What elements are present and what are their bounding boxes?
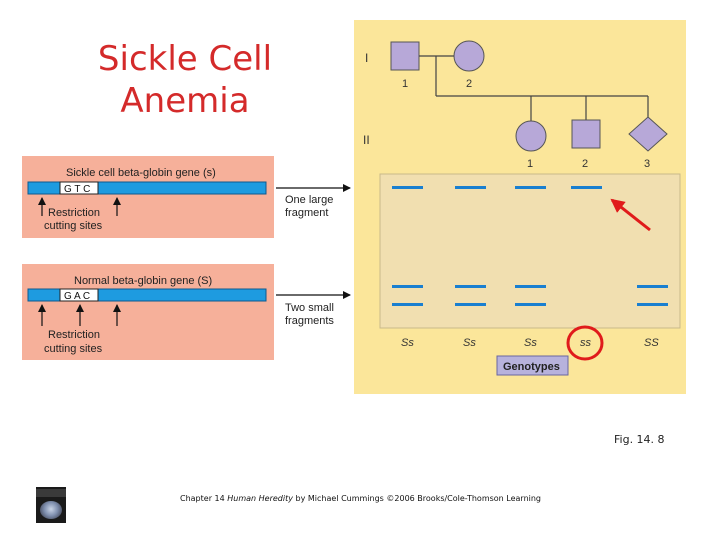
book-cover-thumbnail (36, 487, 66, 523)
genotype-lane-1: Ss (401, 337, 414, 349)
slide-title: Sickle Cell Anemia (60, 38, 310, 122)
band-large-lane-1 (392, 186, 423, 189)
band-small-lower-lane-1 (392, 303, 423, 306)
genotype-lane-5: SS (644, 337, 659, 349)
gen1-number-2: 2 (466, 78, 472, 90)
sickle-sites-label-2: cutting sites (44, 220, 103, 232)
band-small-upper-lane-1 (392, 285, 423, 288)
normal-sites-label-2: cutting sites (44, 343, 103, 355)
sickle-sites-label-1: Restriction (48, 207, 100, 219)
gen2-number-3: 3 (644, 158, 650, 170)
genotype-lane-3: Ss (524, 337, 537, 349)
gen2-number-2: 2 (582, 158, 588, 170)
pedigree-diamond-ii3 (628, 116, 668, 152)
pedigree-male-ii2 (571, 119, 601, 149)
band-large-lane-4 (571, 186, 602, 189)
normal-panel-bg (22, 264, 274, 360)
genotypes-box (496, 355, 569, 376)
genotype-lane-2: Ss (463, 337, 476, 349)
credit-book-title: Human Heredity (227, 494, 293, 503)
pedigree-female-ii1 (515, 120, 547, 152)
normal-codon: G A C (64, 291, 90, 302)
normal-codon-box (59, 288, 99, 302)
sickle-gene-label: Sickle cell beta-globin gene (s) (66, 167, 216, 179)
sickle-codon: G T C (64, 184, 90, 195)
sickle-result-line-2: fragment (285, 207, 328, 219)
generation-1-label: I (365, 51, 368, 65)
pedigree-male-i1 (390, 41, 420, 71)
genotypes-label: Genotypes (503, 361, 560, 373)
band-small-upper-lane-3 (515, 285, 546, 288)
normal-sites-label-1: Restriction (48, 329, 100, 341)
highlight-circle-ss (566, 325, 604, 361)
gen1-number-1: 1 (402, 78, 408, 90)
band-large-lane-3 (515, 186, 546, 189)
figure-number: Fig. 14. 8 (614, 433, 665, 446)
credit-suffix: by Michael Cummings ©2006 Brooks/Cole-Th… (295, 494, 542, 503)
band-small-upper-lane-2 (455, 285, 486, 288)
band-small-lower-lane-3 (515, 303, 546, 306)
credit-line: Chapter 14 Human Heredity by Michael Cum… (180, 494, 541, 503)
genotype-lane-4: ss (580, 337, 592, 349)
gen2-number-1: 1 (527, 158, 533, 170)
normal-result-line-2: fragments (285, 315, 334, 327)
sickle-panel-bg (22, 156, 274, 238)
generation-2-label: II (363, 133, 370, 147)
gel (379, 173, 681, 329)
band-small-upper-lane-5 (637, 285, 668, 288)
sickle-codon-box (59, 181, 99, 195)
normal-result-line-1: Two small (285, 302, 334, 314)
normal-gene-label: Normal beta-globin gene (S) (74, 275, 212, 287)
normal-gene-panel: Normal beta-globin gene (S) G A C Restri… (22, 264, 274, 360)
highlight-arrow (610, 198, 651, 232)
title-line-2: Anemia (120, 81, 250, 121)
sickle-result-line-1: One large (285, 194, 333, 206)
band-small-lower-lane-2 (455, 303, 486, 306)
sickle-gene-panel: Sickle cell beta-globin gene (s) G T C R… (22, 156, 274, 238)
credit-prefix: Chapter 14 (180, 494, 225, 503)
title-line-1: Sickle Cell (97, 39, 273, 79)
pedigree-female-i2 (453, 40, 485, 72)
band-large-lane-2 (455, 186, 486, 189)
band-small-lower-lane-5 (637, 303, 668, 306)
